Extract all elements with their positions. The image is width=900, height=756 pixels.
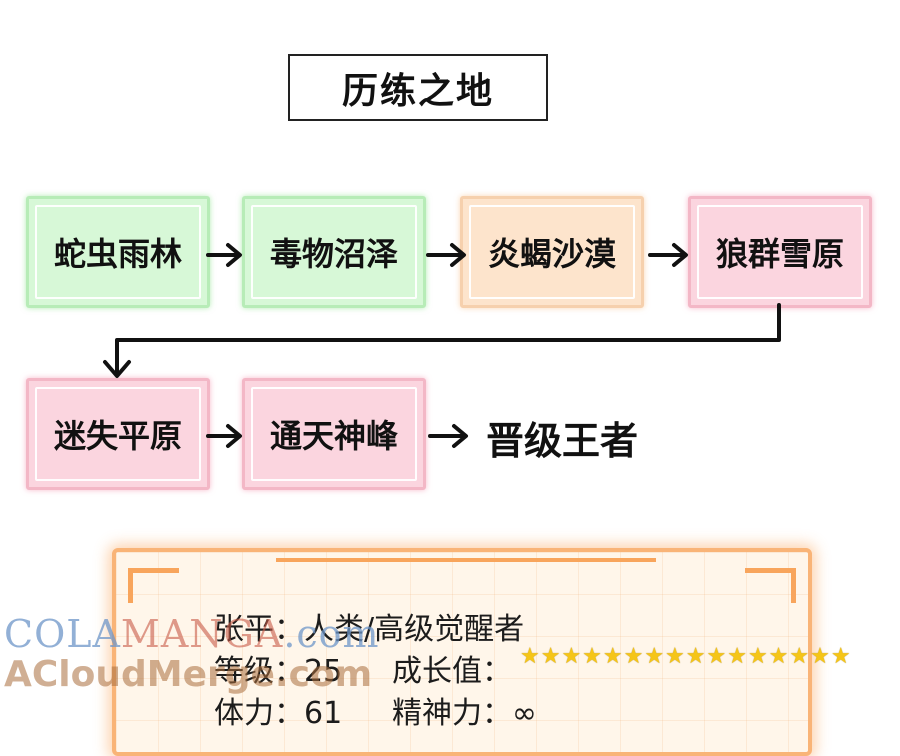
node-label: 通天神峰 xyxy=(269,417,398,455)
watermark-manga: MANGA xyxy=(120,612,284,656)
arrow-2-to-3 xyxy=(426,243,466,267)
final-goal-text: 晋级王者 xyxy=(486,419,639,463)
arrow-4-to-5 xyxy=(103,303,781,378)
node-snake-rainforest: 蛇虫雨林 xyxy=(26,196,210,308)
growth-label: 成长值： xyxy=(392,654,512,689)
panel-corner-left xyxy=(128,568,179,603)
character-name-line: 张平：人类/高级觉醒者 xyxy=(214,612,525,647)
node-lost-plain: 迷失平原 xyxy=(26,378,210,490)
panel-decoration xyxy=(276,548,656,562)
node-heaven-peak: 通天神峰 xyxy=(242,378,426,490)
watermark-cola: COLA xyxy=(4,612,121,656)
panel-corner-right xyxy=(745,568,796,603)
level-line: 等级：25 成长值： xyxy=(214,646,512,690)
node-label: 炎蝎沙漠 xyxy=(487,235,616,273)
arrow-1-to-2 xyxy=(206,243,242,267)
node-label: 蛇虫雨林 xyxy=(53,235,182,273)
arrow-3-to-4 xyxy=(648,243,688,267)
watermark-line-2: ACloudMerge.com xyxy=(4,654,373,695)
arrow-6-to-final xyxy=(428,424,468,448)
node-label: 狼群雪原 xyxy=(715,235,844,273)
watermark-line-1: COLAMANGA.com xyxy=(4,612,380,656)
level-value: 等级：25 xyxy=(214,654,343,689)
diagram-title: 历练之地 xyxy=(288,54,548,121)
node-wolf-snowfield: 狼群雪原 xyxy=(688,196,872,308)
watermark-dotcom: .com xyxy=(283,612,380,656)
growth-stars: ★★★★★★★★★★★★★★★★ xyxy=(520,644,852,669)
spirit-value: 精神力：∞ xyxy=(392,696,537,731)
node-label: 迷失平原 xyxy=(53,417,182,455)
arrow-5-to-6 xyxy=(206,424,242,448)
flow-arrows xyxy=(103,243,781,448)
node-label: 毒物沼泽 xyxy=(269,235,398,273)
node-poison-swamp: 毒物沼泽 xyxy=(242,196,426,308)
stamina-value: 体力：61 xyxy=(214,696,343,731)
